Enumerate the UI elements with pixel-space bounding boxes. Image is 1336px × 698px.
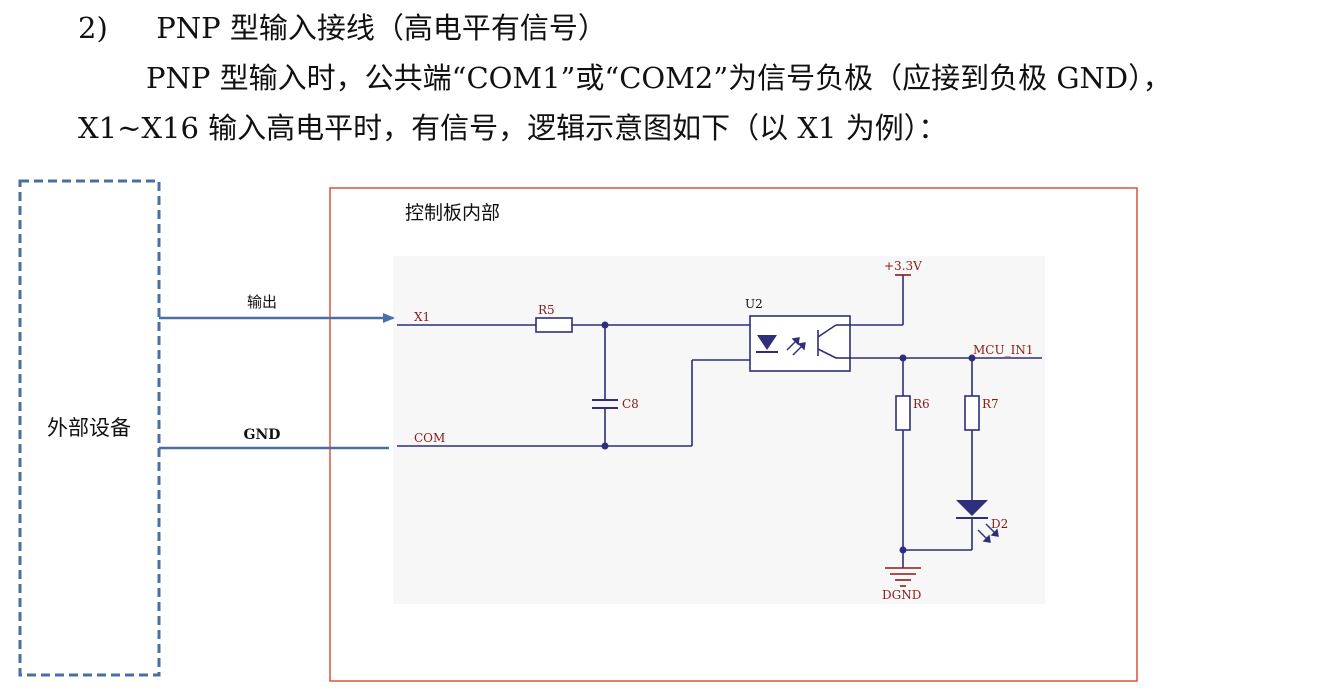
gnd-wire-label: GND — [244, 427, 281, 443]
r6-label: R6 — [913, 397, 930, 411]
c8-label: C8 — [622, 397, 639, 411]
optocoupler-led-icon — [757, 335, 777, 350]
external-device-box — [18, 179, 161, 677]
mcu-in1-label: MCU_IN1 — [973, 343, 1033, 357]
paragraph-line-1: PNP 型输入时，公共端“COM1”或“COM2”为信号负极（应接到负极 GND… — [146, 61, 1172, 95]
optocoupler-light-arrows-icon — [786, 337, 806, 356]
d2-label: D2 — [991, 517, 1008, 531]
vcc-label: +3.3V — [884, 259, 922, 273]
r7-label: R7 — [982, 397, 999, 411]
r5-label: R5 — [538, 303, 555, 317]
heading-text: PNP 型输入接线（高电平有信号） — [156, 11, 607, 45]
phototransistor-icon — [817, 324, 850, 359]
resistor-r7 — [964, 395, 980, 431]
x1-net-label: X1 — [414, 310, 430, 324]
external-device-label: 外部设备 — [47, 416, 131, 440]
led-emission-arrows-icon — [977, 523, 999, 543]
led-d2-icon — [956, 500, 988, 516]
schematic-background — [393, 256, 1045, 604]
junction-dots — [601, 321, 976, 554]
resistor-r6 — [895, 395, 911, 431]
board-label: 控制板内部 — [405, 202, 500, 224]
paragraph-line-2: X1~X16 输入高电平时，有信号，逻辑示意图如下（以 X1 为例）： — [78, 111, 948, 145]
schematic-wires — [397, 275, 1042, 568]
output-wire-label: 输出 — [247, 293, 277, 311]
dgnd-symbol-icon — [885, 567, 921, 587]
com-net-label: COM — [414, 431, 445, 445]
heading-number: 2) — [78, 11, 108, 45]
heading: 2) PNP 型输入接线（高电平有信号） — [78, 14, 607, 43]
resistor-r5 — [535, 317, 573, 333]
capacitor-c8 — [592, 399, 618, 409]
u2-label: U2 — [745, 297, 763, 311]
board-box — [329, 187, 1138, 682]
dgnd-label: DGND — [882, 588, 921, 602]
